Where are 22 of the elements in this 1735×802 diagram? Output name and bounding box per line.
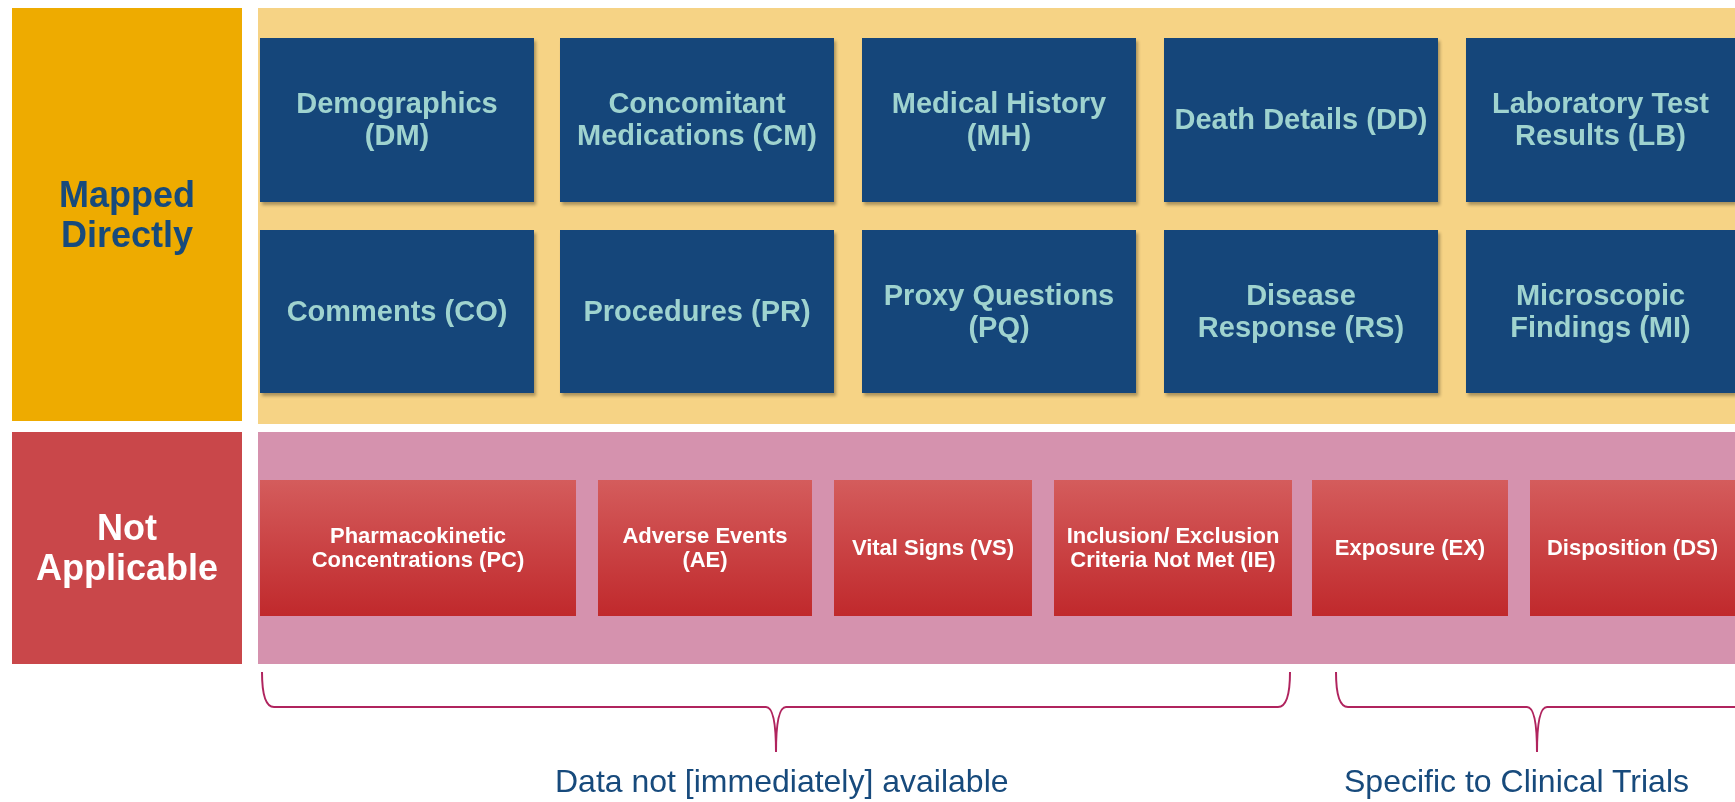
row-heading: Not Applicable — [12, 432, 242, 664]
domain-box: Death Details (DD) — [1164, 38, 1438, 202]
domain-box: Adverse Events (AE) — [598, 480, 812, 616]
domain-box: Medical History (MH) — [862, 38, 1136, 202]
domain-box: Exposure (EX) — [1312, 480, 1508, 616]
row-band — [258, 8, 1735, 424]
domain-box: Pharmacokinetic Concentrations (PC) — [260, 480, 576, 616]
row-heading: Mapped Directly — [12, 8, 242, 421]
bracket-caption: Specific to Clinical Trials — [1344, 763, 1689, 800]
domain-box: Proxy Questions (PQ) — [862, 230, 1136, 393]
domain-box: Laboratory Test Results (LB) — [1466, 38, 1735, 202]
domain-box: Comments (CO) — [260, 230, 534, 393]
domain-box: Disposition (DS) — [1530, 480, 1735, 616]
domain-box: Procedures (PR) — [560, 230, 834, 393]
row-band — [258, 432, 1735, 664]
domain-box: Vital Signs (VS) — [834, 480, 1032, 616]
bracket-caption: Data not [immediately] available — [555, 763, 1009, 800]
domain-box: Demographics (DM) — [260, 38, 534, 202]
domain-box: Concomitant Medications (CM) — [560, 38, 834, 202]
domain-box: Disease Response (RS) — [1164, 230, 1438, 393]
domain-box: Microscopic Findings (MI) — [1466, 230, 1735, 393]
domain-box: Inclusion/ Exclusion Criteria Not Met (IE) — [1054, 480, 1292, 616]
